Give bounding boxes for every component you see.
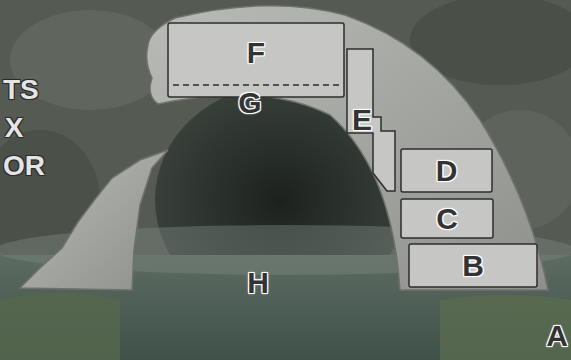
box-shape bbox=[401, 199, 493, 238]
box-shape bbox=[409, 244, 537, 287]
part-letter: B bbox=[462, 251, 484, 281]
part-letter: E bbox=[352, 105, 372, 135]
dashed-line bbox=[173, 84, 339, 86]
part-box: B bbox=[408, 243, 538, 288]
cut-off-text: TS bbox=[3, 76, 39, 104]
part-letter: A bbox=[546, 321, 568, 351]
part-box: E bbox=[345, 47, 397, 193]
box-shape bbox=[401, 149, 492, 192]
part-box: D bbox=[400, 148, 493, 193]
cut-off-text: X bbox=[5, 114, 24, 142]
box-shape bbox=[168, 23, 344, 97]
part-letter: F bbox=[247, 38, 265, 68]
cut-off-text: OR bbox=[3, 152, 45, 180]
part-letter: D bbox=[436, 156, 458, 186]
box-shape bbox=[347, 49, 395, 191]
part-letter: C bbox=[436, 204, 458, 234]
part-letter: G bbox=[238, 88, 261, 118]
part-letter: H bbox=[247, 268, 269, 298]
part-box: F bbox=[167, 22, 345, 98]
part-box: C bbox=[400, 198, 494, 239]
